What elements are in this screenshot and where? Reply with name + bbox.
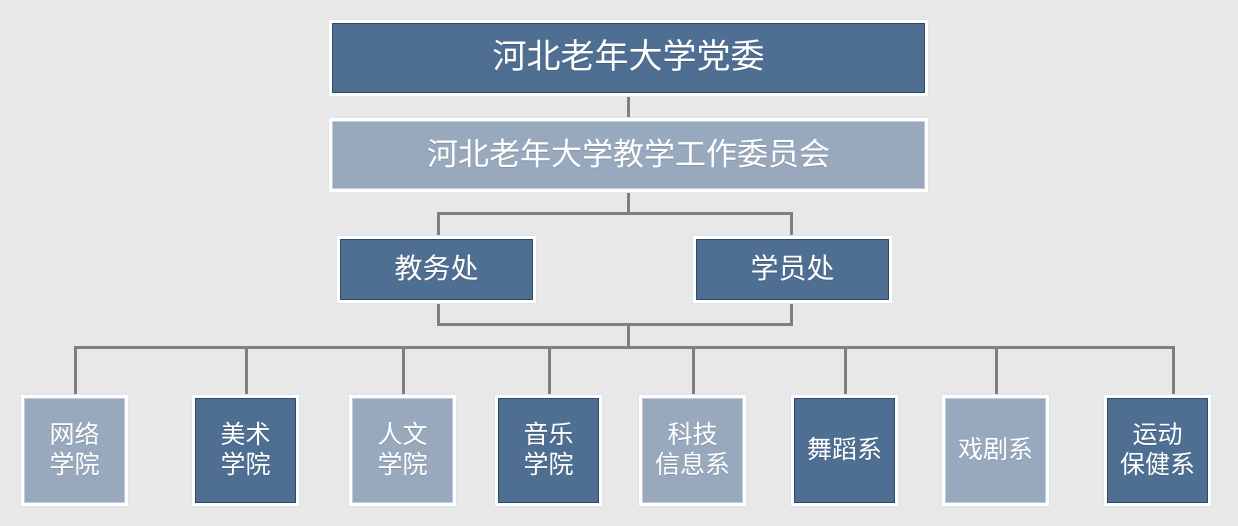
node-academic-affairs[interactable]: 教务处 — [336, 235, 537, 304]
node-party-committee[interactable]: 河北老年大学党委 — [328, 19, 929, 97]
node-fine-arts-college[interactable]: 美术 学院 — [191, 394, 300, 507]
node-sci-tech-information-dept[interactable]: 科技 信息系 — [638, 394, 747, 507]
connector-drop-humanities-college — [402, 346, 405, 395]
connector-drop-music-college — [548, 346, 551, 395]
connector-drop-dance-dept — [844, 346, 847, 395]
node-label-music-college: 音乐 学院 — [523, 422, 574, 479]
node-label-party-committee: 河北老年大学党委 — [492, 38, 765, 76]
node-drama-dept[interactable]: 戏剧系 — [941, 394, 1050, 507]
node-sports-health-dept[interactable]: 运动 保健系 — [1103, 394, 1212, 507]
connector-drop-sci-tech-information-dept — [692, 346, 695, 395]
node-student-affairs[interactable]: 学员处 — [692, 235, 893, 304]
node-label-humanities-college: 人文 学院 — [377, 422, 428, 479]
connector-l1-to-l2 — [627, 96, 630, 119]
node-label-drama-dept: 戏剧系 — [957, 436, 1033, 464]
connector-leaf-bus — [74, 346, 1175, 349]
connector-drop-student-affairs — [790, 212, 793, 237]
node-dance-dept[interactable]: 舞蹈系 — [790, 394, 899, 507]
connector-l3-bus — [437, 212, 793, 215]
node-label-teaching-committee: 河北老年大学教学工作委员会 — [427, 136, 830, 172]
node-teaching-committee[interactable]: 河北老年大学教学工作委员会 — [328, 117, 929, 193]
node-label-academic-affairs: 教务处 — [394, 253, 479, 285]
connector-l3-merge-bus — [437, 323, 793, 326]
connector-merge-to-leaf-bus — [627, 323, 630, 348]
node-network-college[interactable]: 网络 学院 — [20, 394, 129, 507]
connector-drop-academic-affairs — [437, 212, 440, 237]
connector-stem-academic-affairs — [437, 303, 440, 325]
node-label-sports-health-dept: 运动 保健系 — [1119, 422, 1195, 479]
node-label-student-affairs: 学员处 — [750, 253, 835, 285]
node-label-sci-tech-information-dept: 科技 信息系 — [654, 422, 730, 479]
connector-drop-fine-arts-college — [245, 346, 248, 395]
connector-drop-drama-dept — [995, 346, 998, 395]
node-humanities-college[interactable]: 人文 学院 — [348, 394, 457, 507]
edge-artifact — [1230, 205, 1238, 224]
node-label-fine-arts-college: 美术 学院 — [220, 422, 271, 479]
node-music-college[interactable]: 音乐 学院 — [494, 394, 603, 507]
connector-stem-student-affairs — [790, 303, 793, 325]
node-label-dance-dept: 舞蹈系 — [806, 436, 882, 464]
connector-l2-stem — [627, 192, 630, 214]
connector-drop-network-college — [74, 346, 77, 395]
node-label-network-college: 网络 学院 — [49, 422, 100, 479]
connector-drop-sports-health-dept — [1172, 346, 1175, 395]
